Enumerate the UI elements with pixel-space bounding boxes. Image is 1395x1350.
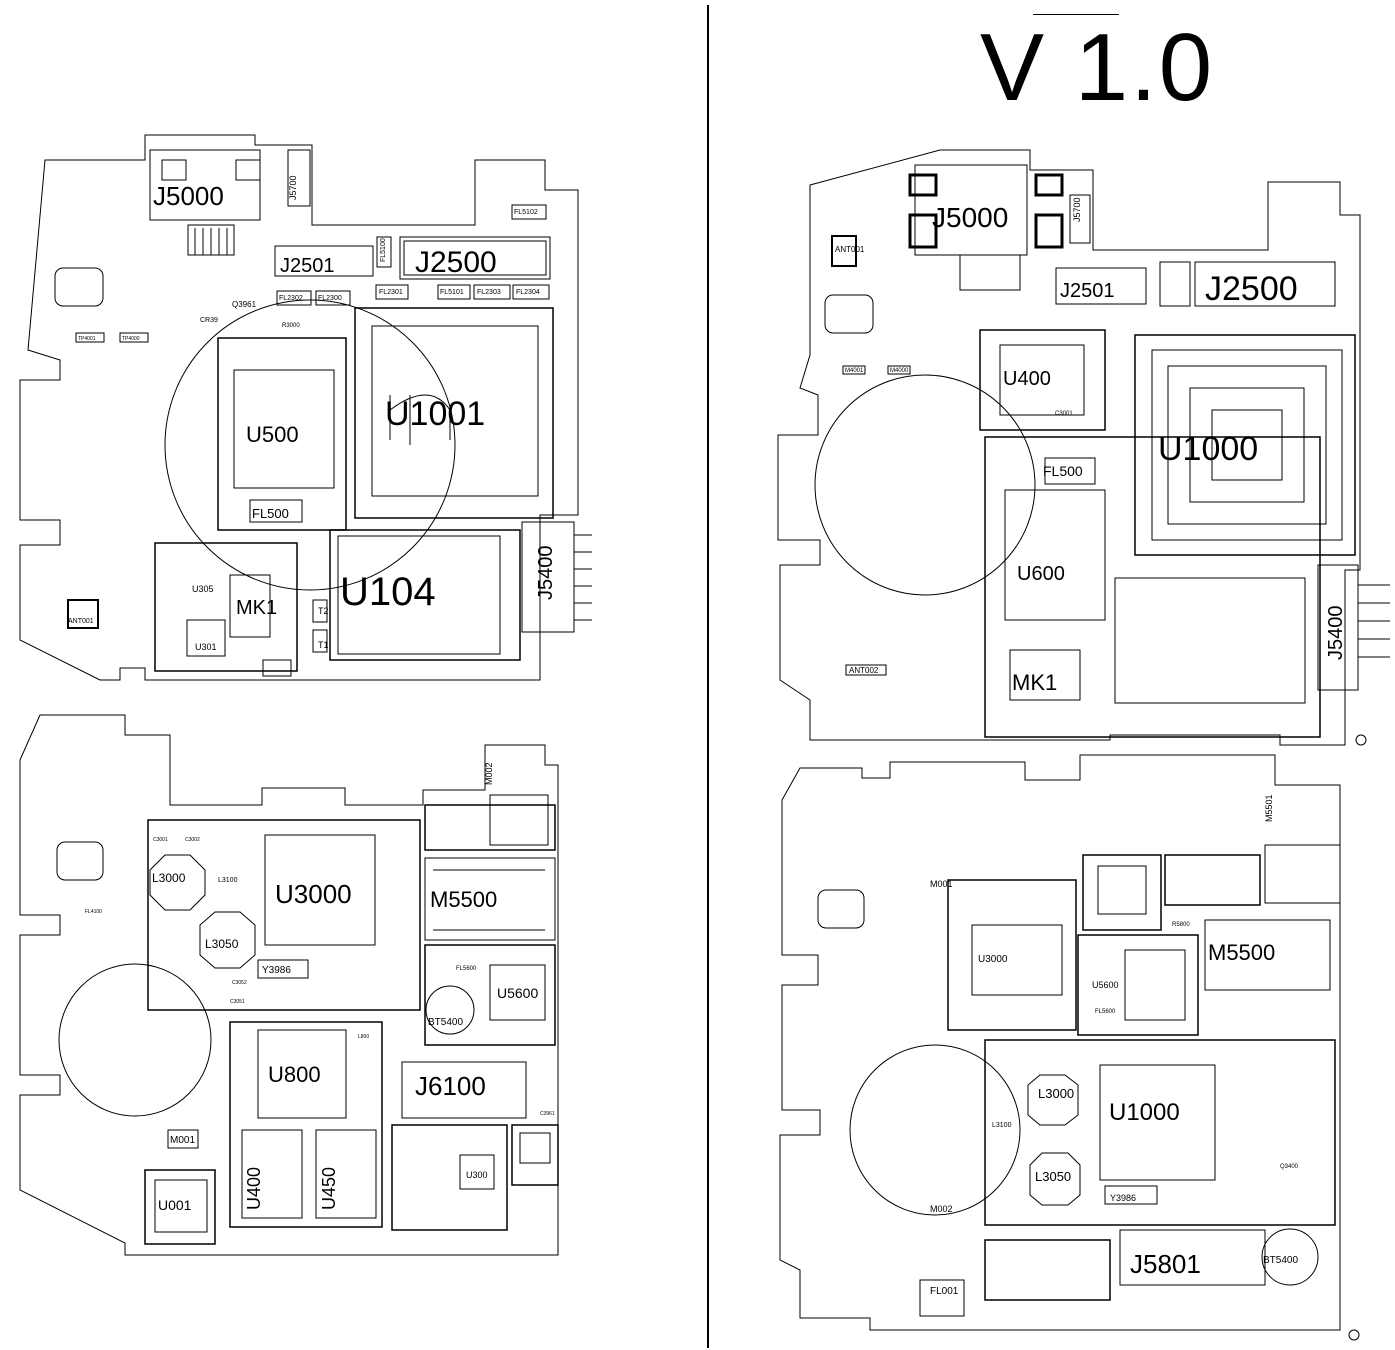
component-label-c3051: C3051 (230, 999, 245, 1005)
component-label-u3000: U3000 (978, 954, 1008, 965)
component-label-m001: M001 (170, 1135, 195, 1146)
component-label-c3002: C3002 (185, 837, 200, 843)
component-label-u305: U305 (192, 584, 214, 594)
component-label-bt5400: BT5400 (428, 1017, 463, 1028)
component-label-j5801: J5801 (1130, 1249, 1201, 1279)
version-overline (1033, 14, 1119, 15)
component-label-m001: M001 (930, 879, 953, 889)
component-label-fl5102: FL5102 (514, 209, 538, 216)
component-label-j5400: J5400 (1325, 606, 1347, 661)
component-label-tp4001: TP4001 (78, 336, 96, 342)
component-label-fl001: FL001 (930, 1286, 959, 1297)
component-label-fl2300: FL2300 (318, 295, 342, 302)
component-label-u400: U400 (1003, 368, 1051, 390)
component-label-mk1: MK1 (236, 597, 277, 619)
component-label-ant002: ANT002 (849, 666, 879, 675)
component-label-y3986: Y3986 (262, 965, 291, 976)
component-label-u1000: U1000 (1158, 430, 1258, 468)
component-label-c3052: C3052 (232, 980, 247, 986)
component-label-j2501: J2501 (280, 255, 335, 277)
component-label-u001: U001 (158, 1197, 192, 1213)
component-label-t2: T2 (318, 606, 329, 616)
component-label-j5700: J5700 (1072, 197, 1082, 222)
component-label-mk1: MK1 (1012, 670, 1057, 695)
component-label-r3000: R3000 (282, 323, 300, 329)
component-label-u5600: U5600 (497, 985, 538, 1001)
component-label-tp4000: TP4000 (122, 336, 140, 342)
component-label-fl5101: FL5101 (440, 289, 464, 296)
component-label-l3000: L3000 (152, 871, 186, 885)
component-label-fl2303: FL2303 (477, 289, 501, 296)
board-left-top (19, 134, 592, 681)
component-label-j6100: J6100 (415, 1071, 486, 1101)
component-label-l3100: L3100 (218, 877, 238, 884)
component-label-fl5600: FL5600 (1095, 1009, 1116, 1015)
component-label-t1: T1 (318, 640, 329, 650)
component-label-j5000: J5000 (932, 202, 1008, 233)
component-label-l800: L800 (358, 1034, 369, 1040)
component-label-u400: U400 (244, 1167, 264, 1210)
component-label-u500: U500 (246, 422, 299, 447)
component-label-m5500: M5500 (430, 887, 497, 912)
component-label-q3400: Q3400 (1280, 1164, 1299, 1170)
component-label-c3001: C3001 (1055, 411, 1073, 417)
component-label-l3000: L3000 (1038, 1086, 1074, 1101)
component-label-u300: U300 (466, 1170, 488, 1180)
component-label-fl500: FL500 (1043, 463, 1083, 479)
component-label-u1000: U1000 (1109, 1099, 1180, 1126)
component-label-l3050: L3050 (205, 937, 239, 951)
component-label-m4001: M4001 (845, 368, 864, 374)
component-label-c3961: C3961 (540, 1111, 555, 1117)
component-label-j2501: J2501 (1060, 280, 1115, 302)
component-label-j5400: J5400 (535, 546, 557, 601)
component-label-m002: M002 (930, 1204, 953, 1214)
board-left-bottom (19, 714, 559, 1256)
component-label-j5000: J5000 (153, 181, 224, 211)
component-label-r5800: R5800 (1172, 922, 1190, 928)
component-label-y3986: Y3986 (1110, 1193, 1136, 1203)
component-label-m002: M002 (484, 762, 494, 785)
component-label-l3050: L3050 (1035, 1169, 1071, 1184)
component-label-u301: U301 (195, 642, 217, 652)
component-label-fl2301: FL2301 (379, 289, 403, 296)
component-label-l3100: L3100 (992, 1122, 1012, 1129)
component-label-u3000: U3000 (275, 879, 352, 909)
component-label-cr39: CR39 (200, 317, 218, 324)
component-label-fl5600: FL5600 (456, 966, 477, 972)
component-label-m5501: M5501 (1264, 794, 1274, 822)
component-label-bt5400: BT5400 (1263, 1255, 1298, 1266)
component-label-ant001: ANT001 (835, 245, 865, 254)
component-label-fl4100: FL4100 (85, 909, 102, 915)
component-label-u450: U450 (319, 1167, 339, 1210)
component-label-ant001: ANT001 (68, 618, 94, 625)
component-label-j5700: J5700 (288, 175, 298, 200)
component-label-fl2304: FL2304 (516, 289, 540, 296)
component-label-u104: U104 (340, 570, 436, 614)
component-label-j2500: J2500 (415, 246, 497, 279)
component-label-u5600: U5600 (1092, 980, 1119, 990)
component-label-j2500: J2500 (1205, 270, 1298, 308)
component-label-q3961: Q3961 (232, 300, 257, 309)
board-right-top (777, 149, 1390, 746)
component-label-m4000: M4000 (890, 368, 909, 374)
component-label-c3001: C3001 (153, 837, 168, 843)
board-right-bottom (779, 754, 1360, 1341)
component-label-fl5100: FL5100 (380, 238, 387, 262)
component-label-u600: U600 (1017, 563, 1065, 585)
component-label-m5500: M5500 (1208, 940, 1275, 965)
component-label-fl2302: FL2302 (279, 295, 303, 302)
component-label-u1001: U1001 (385, 395, 485, 433)
version-label: V 1.0 (980, 14, 1215, 121)
component-label-u800: U800 (268, 1062, 321, 1087)
component-label-fl500: FL500 (252, 506, 289, 521)
